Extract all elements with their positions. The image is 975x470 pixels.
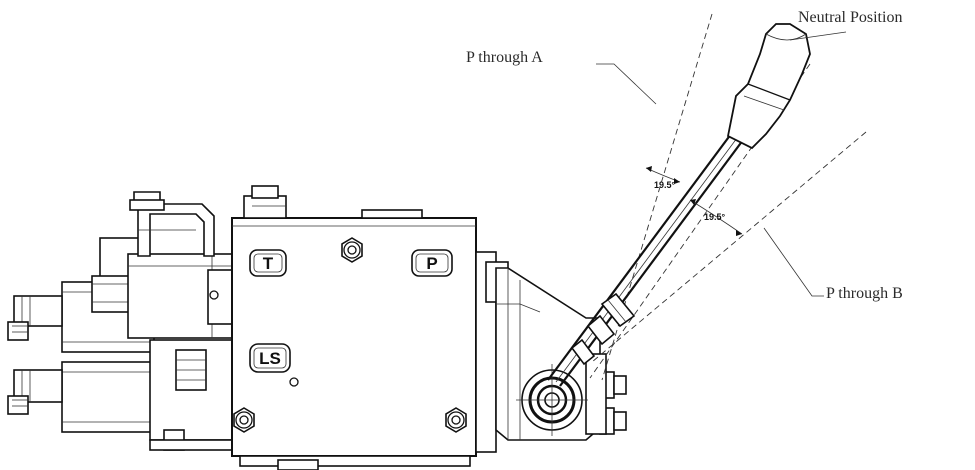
- angle-upper-label: 19.5°: [654, 180, 676, 190]
- left-actuators: [7, 191, 233, 451]
- p-through-a-callout: P through A: [466, 49, 543, 66]
- port-t-label: T: [263, 254, 274, 273]
- small-hole: [289, 377, 299, 387]
- position-lines: [589, 13, 867, 381]
- neutral-position-callout: Neutral Position: [798, 9, 903, 26]
- hex-bolt: [341, 237, 363, 263]
- angle-lower-label: 19.5°: [704, 212, 726, 222]
- angle-dimensions: 19.5° 19.5°: [645, 166, 743, 236]
- port-t-badge: T: [249, 249, 287, 277]
- port-p-label: P: [426, 254, 437, 273]
- port-ls-label: LS: [259, 349, 281, 368]
- hex-bolt: [445, 407, 467, 433]
- lever: [547, 23, 811, 387]
- hex-bolt: [233, 407, 255, 433]
- port-ls-badge: LS: [249, 343, 291, 373]
- p-through-b-callout: P through B: [826, 285, 903, 302]
- leader-lines: [596, 31, 847, 297]
- port-p-badge: P: [411, 249, 453, 277]
- valve-block: T P LS: [231, 185, 509, 470]
- lever-housing: [495, 267, 627, 441]
